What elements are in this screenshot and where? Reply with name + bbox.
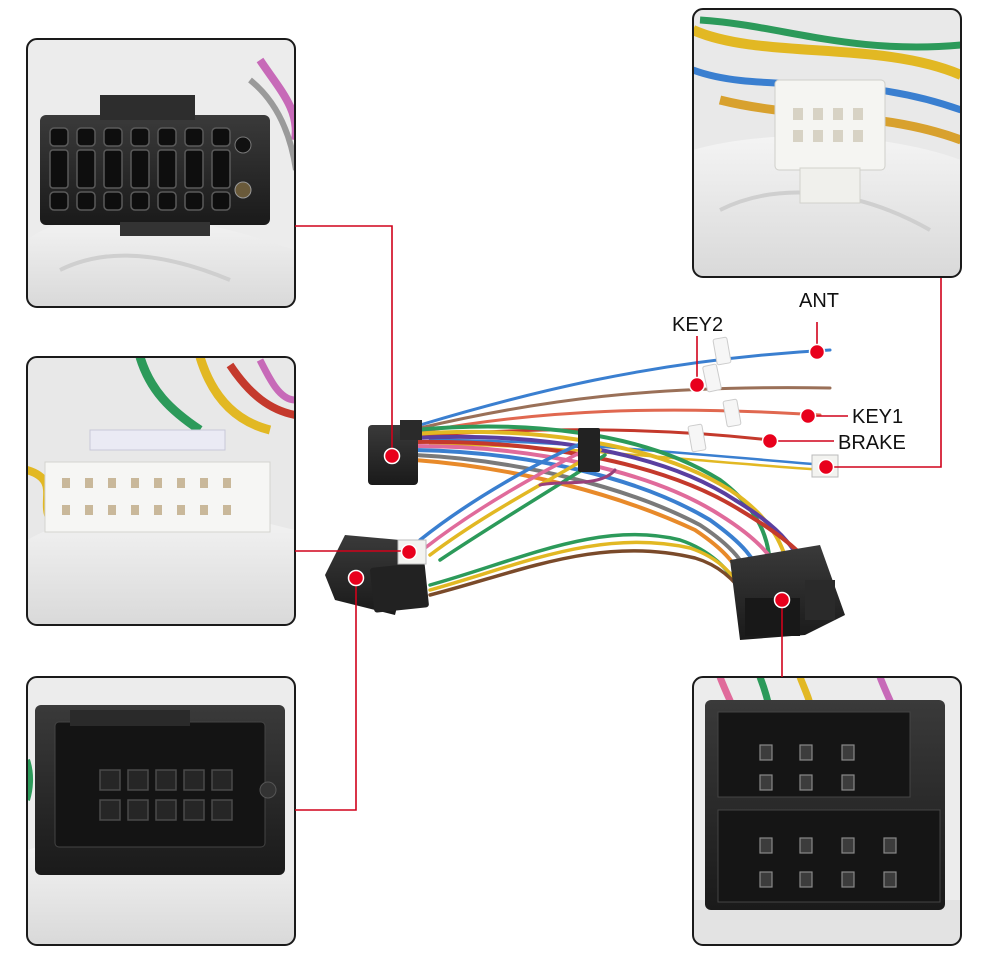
pin-grid	[49, 127, 231, 211]
photo-frame	[692, 8, 962, 278]
photo-frame	[26, 38, 296, 308]
label-ant: ANT	[799, 290, 839, 312]
photo-frame	[26, 356, 296, 626]
photo-frame	[692, 676, 962, 946]
dot-key1	[799, 407, 817, 425]
dot-ant	[808, 343, 826, 361]
photo-panel-white-small-connector	[693, 9, 961, 277]
dot-iso	[773, 591, 791, 609]
photo-panel-16pin-connector	[27, 39, 295, 307]
harness-connector-white-tag-1	[578, 428, 600, 472]
harness-connector-iso	[730, 545, 845, 640]
label-key2: KEY2	[672, 314, 723, 336]
photo-frame	[26, 676, 296, 946]
callout-dots	[347, 343, 835, 609]
dot-square	[347, 569, 365, 587]
callout-line-16pin	[295, 225, 393, 455]
label-key1: KEY1	[852, 406, 903, 428]
callout-line-white-small	[826, 278, 942, 468]
photo-panel-iso-connector	[693, 677, 961, 945]
dot-white-multi	[400, 543, 418, 561]
label-brake: BRAKE	[838, 432, 906, 454]
dot-brake	[761, 432, 779, 450]
dot-key2	[688, 376, 706, 394]
dot-16pin	[383, 447, 401, 465]
dot-white-small	[817, 458, 835, 476]
photo-panel-white-multi-connector	[27, 357, 295, 625]
wire-tags	[687, 336, 742, 453]
photo-panel-black-square-connector	[27, 677, 295, 945]
callout-line-square	[295, 578, 357, 811]
